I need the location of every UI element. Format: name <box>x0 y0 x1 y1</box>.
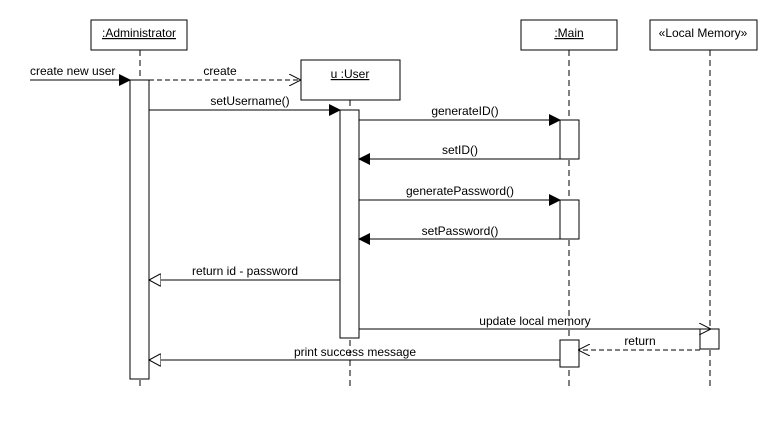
message-update-local-memory: update local memory <box>359 314 710 329</box>
message-generate-id-label: generateID() <box>431 104 498 118</box>
message-set-username: setUsername() <box>149 94 341 116</box>
message-set-id-label: setID() <box>442 143 478 157</box>
participant-administrator-label: :Administrator <box>102 26 176 40</box>
message-create-label: create <box>203 64 237 78</box>
message-generate-id: generateID() <box>359 104 561 126</box>
participant-user-label: u :User <box>331 67 370 81</box>
message-return-label: return <box>624 334 655 348</box>
message-set-password: setPassword() <box>358 224 560 245</box>
message-return: return <box>579 334 700 350</box>
message-set-password-label: setPassword() <box>422 224 499 238</box>
participant-local-memory-label: «Local Memory» <box>659 26 748 40</box>
activation-main-2 <box>559 199 580 240</box>
activation-main-3 <box>559 339 580 368</box>
message-set-username-label: setUsername() <box>210 94 289 108</box>
participant-main-label: :Main <box>554 26 583 40</box>
message-update-local-memory-label: update local memory <box>479 314 590 328</box>
message-create-new-user-label: create new user <box>30 64 115 78</box>
message-set-id: setID() <box>358 143 560 165</box>
message-return-id-password-label: return id - password <box>192 264 298 278</box>
activation-user <box>339 109 360 339</box>
message-generate-password-label: generatePassword() <box>406 184 514 198</box>
message-print-success-message-label: print success message <box>294 345 416 359</box>
participant-main: :Main <box>520 19 618 51</box>
activation-main-1 <box>559 119 580 160</box>
participant-administrator: :Administrator <box>90 19 188 51</box>
message-create-new-user: create new user <box>30 64 131 86</box>
activation-local-memory <box>699 328 720 350</box>
activation-administrator <box>129 79 150 380</box>
message-generate-password: generatePassword() <box>359 184 561 206</box>
participant-local-memory: «Local Memory» <box>649 19 758 51</box>
message-return-id-password: return id - password <box>149 264 340 280</box>
participant-user: u :User <box>300 59 401 101</box>
message-create: create <box>149 64 300 80</box>
message-print-success-message: print success message <box>149 345 560 360</box>
